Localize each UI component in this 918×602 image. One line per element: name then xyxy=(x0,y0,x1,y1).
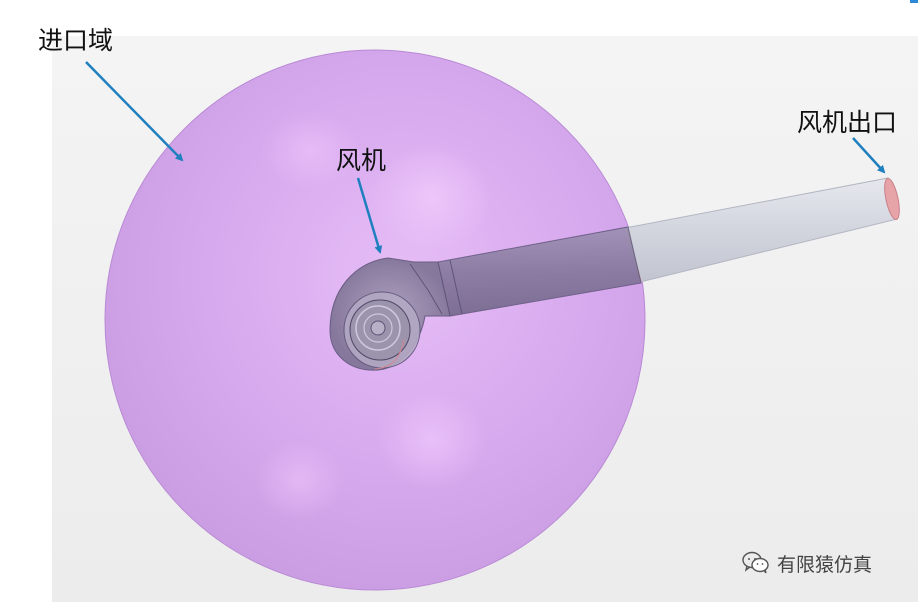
fan-outlet-arrow xyxy=(852,137,886,174)
inlet-domain-arrow xyxy=(85,61,184,162)
outlet-pipe xyxy=(624,177,900,283)
fan-label: 风机 xyxy=(336,146,387,175)
fan-outlet-label: 风机出口 xyxy=(797,108,898,137)
fan-housing xyxy=(329,257,451,371)
watermark: 有限猿仿真 xyxy=(742,548,872,578)
wechat-icon xyxy=(742,551,769,574)
corner-accent xyxy=(910,0,918,3)
watermark-text: 有限猿仿真 xyxy=(777,553,873,576)
inlet-domain-label: 进口域 xyxy=(38,26,114,55)
fan-arrow xyxy=(356,177,383,254)
